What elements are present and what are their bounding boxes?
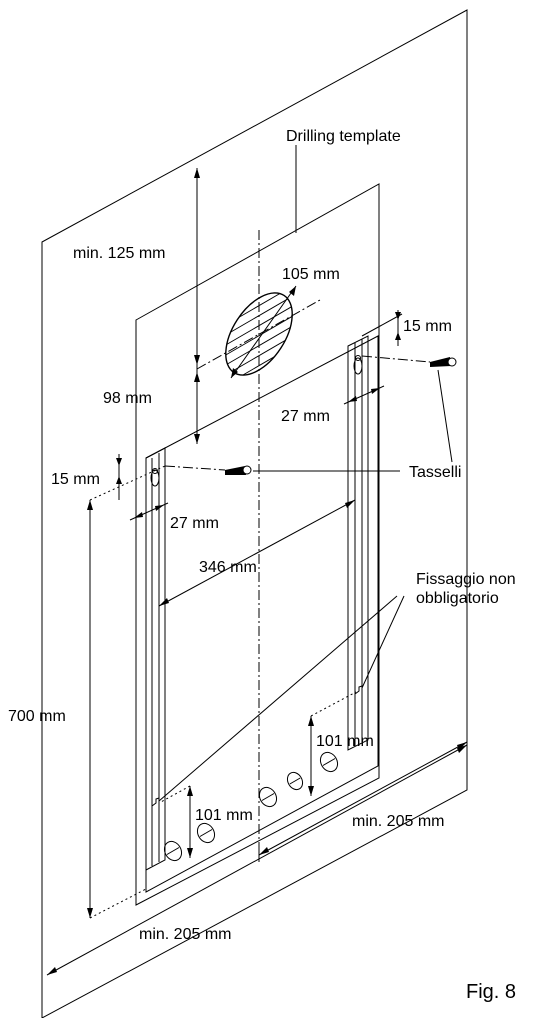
dim-101-right xyxy=(308,691,357,796)
template-sheet xyxy=(135,183,380,906)
label-drilling-template: Drilling template xyxy=(286,128,401,145)
label-tasselli: Tasselli xyxy=(409,464,461,481)
label-205-bottom: min. 205 mm xyxy=(139,926,231,943)
label-205-right: min. 205 mm xyxy=(352,813,444,830)
label-27-right: 27 mm xyxy=(281,408,330,425)
dim-min-125 xyxy=(194,168,200,372)
dim-15-right xyxy=(361,310,403,346)
dim-105 xyxy=(230,285,297,379)
leader-fissaggio xyxy=(158,595,405,802)
unit-back-plate xyxy=(145,335,379,893)
bottom-slot-left xyxy=(151,797,160,807)
figure-caption: Fig. 8 xyxy=(466,981,516,1003)
hole-center-line xyxy=(196,299,321,370)
leader-tasselli-right xyxy=(437,369,453,463)
label-fissaggio-1: Fissaggio non xyxy=(416,571,516,588)
dim-101-left xyxy=(158,785,193,858)
dim-27-right xyxy=(343,385,385,405)
screw-right xyxy=(361,355,457,367)
label-27-left: 27 mm xyxy=(170,515,219,532)
right-mounting-rail xyxy=(347,335,369,751)
label-101-right: 101 mm xyxy=(316,733,374,750)
wall-panel xyxy=(41,9,468,1018)
dim-205-bottom xyxy=(46,744,468,976)
dim-15-left xyxy=(116,454,122,500)
bottom-slot-right xyxy=(354,685,363,695)
label-346: 346 mm xyxy=(199,559,257,576)
label-98: 98 mm xyxy=(103,390,152,407)
dim-346 xyxy=(158,499,356,607)
dim-98 xyxy=(194,372,200,444)
keyhole-slot-right xyxy=(353,355,363,375)
left-top-ref-line xyxy=(89,465,166,501)
label-105: 105 mm xyxy=(282,266,340,283)
label-min-125: min. 125 mm xyxy=(73,245,165,262)
label-15-left: 15 mm xyxy=(51,471,100,488)
label-fissaggio-2: obbligatorio xyxy=(416,590,499,607)
left-bottom-ref-line xyxy=(89,888,147,919)
cable-holes xyxy=(163,751,339,862)
label-700: 700 mm xyxy=(8,708,66,725)
label-101-left: 101 mm xyxy=(195,807,253,824)
dim-700 xyxy=(87,500,93,918)
left-mounting-rail xyxy=(145,447,166,871)
label-15-top: 15 mm xyxy=(403,318,452,335)
screw-left xyxy=(164,465,252,475)
dim-27-left xyxy=(129,502,169,521)
